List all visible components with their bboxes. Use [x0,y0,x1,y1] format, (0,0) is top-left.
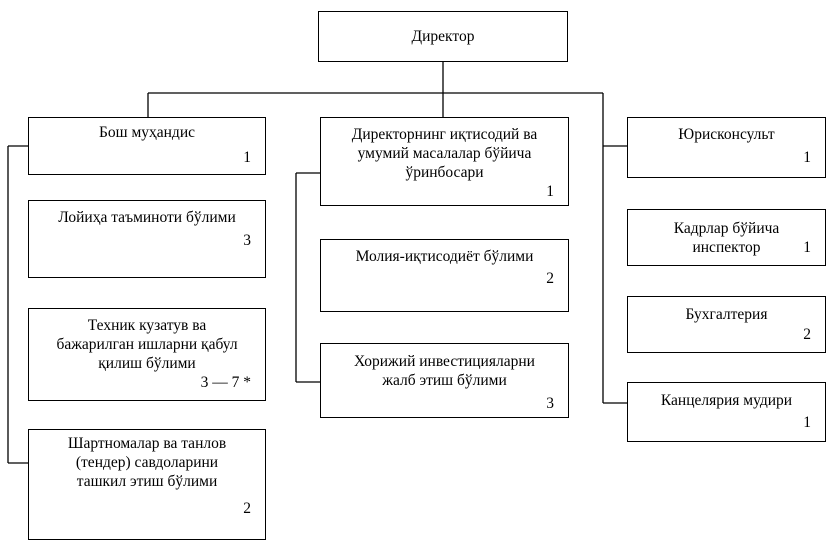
chief-engineer-box: Бош муҳандис 1 [28,117,266,175]
foreign-investment-dept-number: 3 [546,395,554,412]
deputy-director-number: 1 [546,183,554,200]
accounting-box: Бухгалтерия 2 [627,296,826,353]
contracts-tenders-dept-title: Шартномалар ва танлов (тендер) савдолари… [67,435,227,490]
chief-engineer-title: Бош муҳандис [98,124,195,141]
project-supply-dept-box: Лойиҳа таъминоти бўлими 3 [28,200,266,278]
director-box: Директор [318,11,568,62]
project-supply-dept-number: 3 [243,232,251,249]
legal-counsel-title: Юрисконсульт [678,126,775,143]
contracts-tenders-dept-box: Шартномалар ва танлов (тендер) савдолари… [28,429,266,540]
technical-supervision-dept-number: 3 — 7 * [200,374,251,391]
foreign-investment-dept-box: Хорижий инвестицияларни жалб этиш бўлими… [320,343,569,418]
finance-economics-dept-title: Молия-иқтисодиёт бўлими [355,248,534,265]
hr-inspector-title: Кадрлар бўйича инспектор [673,220,780,256]
foreign-investment-dept-title: Хорижий инвестицияларни жалб этиш бўлими [354,353,535,389]
office-manager-box: Канцелярия мудири 1 [627,382,826,442]
legal-counsel-box: Юрисконсульт 1 [627,117,826,178]
hr-inspector-number: 1 [803,239,811,256]
finance-economics-dept-number: 2 [546,270,554,287]
contracts-tenders-dept-number: 2 [243,500,251,517]
finance-economics-dept-box: Молия-иқтисодиёт бўлими 2 [320,239,569,312]
technical-supervision-dept-box: Техник кузатув ва бажарилган ишларни қаб… [28,308,266,401]
deputy-director-box: Директорнинг иқтисодий ва умумий масалал… [320,117,569,206]
project-supply-dept-title: Лойиҳа таъминоти бўлими [58,209,236,226]
office-manager-number: 1 [803,414,811,431]
legal-counsel-number: 1 [803,149,811,166]
technical-supervision-dept-title: Техник кузатув ва бажарилган ишларни қаб… [56,317,238,372]
accounting-title: Бухгалтерия [685,306,768,323]
hr-inspector-box: Кадрлар бўйича инспектор 1 [627,209,826,266]
director-title: Директор [411,28,475,45]
office-manager-title: Канцелярия мудири [660,392,793,409]
accounting-number: 2 [803,326,811,343]
chief-engineer-number: 1 [243,149,251,166]
deputy-director-title: Директорнинг иқтисодий ва умумий масалал… [351,126,538,181]
